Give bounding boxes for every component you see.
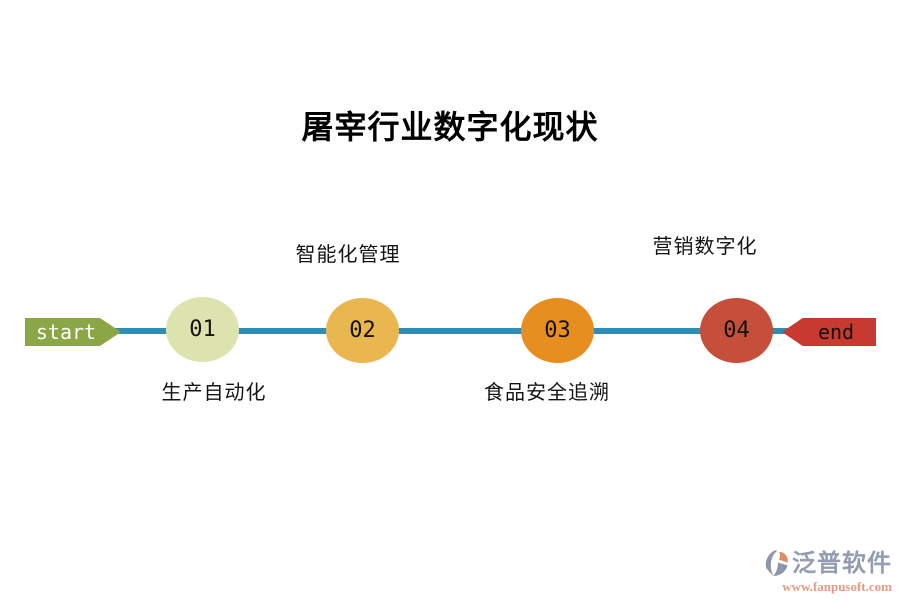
timeline-step-circle-03: 03 bbox=[521, 298, 594, 363]
timeline-step-label-01: 生产自动化 bbox=[161, 382, 267, 404]
page-title: 屠宰行业数字化现状 bbox=[301, 109, 599, 145]
watermark: 泛普软件 www.fanpusoft.com bbox=[742, 549, 892, 595]
timeline-start-tag: start bbox=[25, 318, 121, 346]
timeline-step-circle-01: 01 bbox=[166, 297, 239, 362]
timeline-end-tag: end bbox=[782, 318, 876, 346]
timeline-step-circle-02: 02 bbox=[326, 298, 399, 363]
fanpu-logo-icon bbox=[765, 549, 788, 577]
timeline-step-label-04: 营销数字化 bbox=[652, 236, 758, 258]
timeline-step-circle-04: 04 bbox=[700, 298, 773, 363]
timeline-line bbox=[110, 328, 790, 334]
watermark-brand-text: 泛普软件 bbox=[792, 549, 892, 577]
watermark-url-text: www.fanpusoft.com bbox=[782, 579, 892, 594]
timeline-step-label-02: 智能化管理 bbox=[295, 244, 401, 266]
timeline-step-label-03: 食品安全追溯 bbox=[484, 382, 610, 404]
